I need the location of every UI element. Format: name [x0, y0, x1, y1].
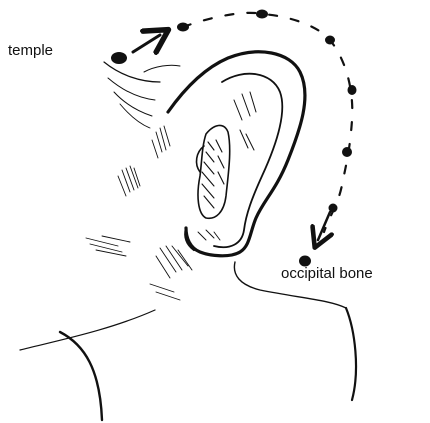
massage-path: [111, 10, 357, 267]
path-dot: [329, 204, 338, 213]
ear-concha-shading: [202, 140, 224, 208]
hair-stroke: [144, 65, 180, 72]
ear-lobe-shading: [198, 230, 220, 240]
path-dot: [348, 85, 357, 95]
ear-antihelix: [214, 74, 282, 248]
hair-stroke: [104, 62, 160, 82]
shoulder-curve: [60, 332, 102, 420]
path-dot: [342, 147, 352, 157]
point-temple: [111, 52, 127, 64]
label-temple: temple: [8, 43, 53, 58]
ear-ridge-shading: [234, 92, 256, 150]
path-end-arrow: [318, 212, 330, 240]
ear: [168, 52, 305, 256]
neck-front-curve: [346, 308, 356, 400]
hatching: [118, 166, 140, 196]
path-start-arrow: [133, 35, 160, 52]
label-occipital-bone: occipital bone: [281, 266, 373, 281]
hatching: [150, 284, 180, 300]
path-dot: [177, 23, 189, 32]
jaw-line: [20, 310, 155, 350]
ear-helix: [168, 52, 305, 256]
hair-stroke: [120, 104, 150, 128]
hatching: [152, 126, 170, 158]
path-dot: [256, 10, 268, 19]
path-dot: [325, 36, 335, 45]
hatching: [156, 246, 192, 278]
ear-concha: [198, 125, 230, 218]
hatching: [86, 236, 130, 256]
